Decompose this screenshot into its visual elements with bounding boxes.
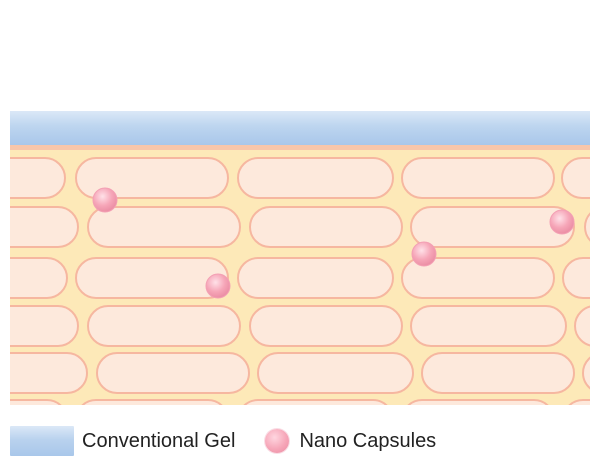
cell: [410, 206, 575, 248]
cell: [10, 257, 68, 299]
cell: [568, 399, 590, 405]
skin-surface-layer: [10, 145, 590, 150]
cell: [574, 305, 590, 347]
cell: [75, 257, 229, 299]
cell: [561, 157, 590, 199]
cell: [87, 305, 241, 347]
cell: [237, 157, 394, 199]
cell: [10, 157, 66, 199]
nano-capsule-swatch: [265, 429, 290, 453]
nano-capsules: [92, 187, 575, 299]
cell: [10, 399, 62, 405]
cell: [10, 206, 79, 248]
cell: [249, 206, 403, 248]
conventional-gel-swatch: [10, 426, 74, 456]
nano-capsule: [205, 273, 231, 299]
cell: [584, 212, 590, 242]
cell: [410, 305, 567, 347]
cell: [237, 257, 394, 299]
legend: Conventional Gel Nano Capsules: [10, 424, 436, 458]
cell: [81, 399, 223, 405]
cell: [407, 399, 549, 405]
cell: [401, 157, 555, 199]
cell: [401, 257, 555, 299]
cell-grid: [10, 157, 590, 405]
nano-capsules-label: Nano Capsules: [299, 430, 437, 452]
cell: [249, 305, 403, 347]
conventional-gel-label: Conventional Gel: [82, 430, 236, 452]
nano-capsule: [549, 209, 575, 235]
cell: [582, 356, 590, 390]
cell: [10, 305, 79, 347]
cell: [562, 257, 590, 299]
cell: [421, 352, 575, 394]
cell: [243, 399, 388, 405]
cell: [10, 352, 88, 394]
nano-capsule: [411, 241, 437, 267]
cell: [75, 157, 229, 199]
cell: [96, 352, 250, 394]
cell: [87, 206, 241, 248]
nano-capsule: [92, 187, 118, 213]
cell: [257, 352, 414, 394]
conventional-gel-layer: [10, 111, 590, 145]
